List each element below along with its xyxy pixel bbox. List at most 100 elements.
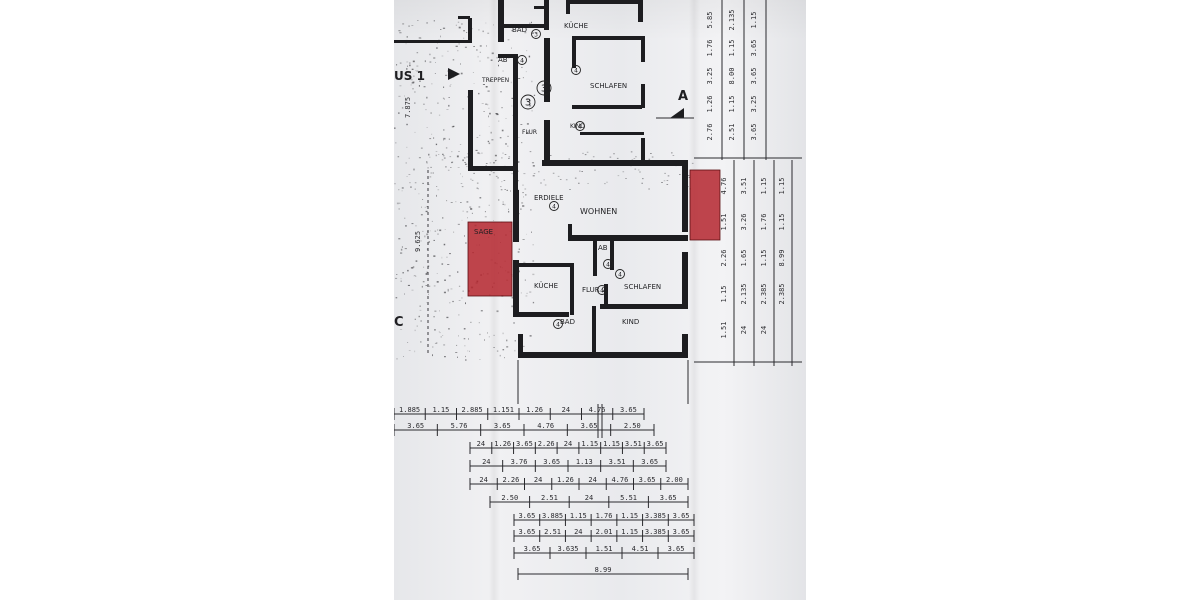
dimension-label: 3.65 xyxy=(543,458,560,466)
dimension-label: 24 xyxy=(477,440,485,448)
dimension-label: 24 xyxy=(564,440,572,448)
dimension-label: 1.76 xyxy=(596,512,613,520)
dimension-label: 1.15 xyxy=(750,12,758,29)
room-bad-upper: BAD xyxy=(512,26,527,34)
svg-text:4: 4 xyxy=(556,321,560,328)
dimension-label: 3.65 xyxy=(524,545,541,553)
dimension-label: 2.26 xyxy=(502,476,519,484)
dimension-label: 5.51 xyxy=(620,494,637,502)
dimension-label: 3.65 xyxy=(516,440,533,448)
dimension-label: 3.885 xyxy=(542,512,563,520)
upper-room-labels: KÜCHE BAD AB TREPPEN SCHLAFEN KIND FLUR xyxy=(481,21,627,136)
dimension-label: 1.76 xyxy=(706,40,714,57)
room-number-circle: 4 xyxy=(575,121,585,131)
dimension-label: 8.99 xyxy=(595,566,612,574)
room-number-circle: 4 xyxy=(553,319,563,329)
dimension-label: 2.50 xyxy=(501,494,518,502)
dimension-label: 3.51 xyxy=(609,458,626,466)
room-schlafen-upper: SCHLAFEN xyxy=(590,82,627,90)
room-number-circle: 4 xyxy=(549,201,559,211)
axis-arrow-icon xyxy=(670,108,684,118)
room-flur-upper: FLUR xyxy=(522,129,537,136)
dimension-label: 3.65 xyxy=(750,68,758,85)
dimension-label: 3.65 xyxy=(750,40,758,57)
dimension-label: 8.00 xyxy=(728,68,736,85)
floor-plan-sheet: SAGE US 1 A C KÜCHE BAD AB TREPPEN SCHLA… xyxy=(394,0,806,600)
svg-text:3: 3 xyxy=(541,84,547,95)
dimension-label: 1.26 xyxy=(526,406,543,414)
dimension-label: 2.00 xyxy=(666,476,683,484)
dimension-label: 2.51 xyxy=(544,528,561,536)
dimension-label: 2.51 xyxy=(541,494,558,502)
dimension-label: 2.135 xyxy=(728,9,736,30)
dimension-label: 1.65 xyxy=(740,250,748,267)
dimension-label: 1.15 xyxy=(432,406,449,414)
svg-text:4: 4 xyxy=(578,123,582,130)
dimension-label: 1.15 xyxy=(760,178,768,195)
svg-text:4: 4 xyxy=(606,261,610,268)
left-dimension-label: 9.625 xyxy=(414,231,422,252)
svg-text:4: 4 xyxy=(574,67,578,74)
dimension-label: 3.65 xyxy=(639,476,656,484)
dimension-label: 2.26 xyxy=(720,250,728,267)
section-arrow-icon xyxy=(448,68,460,80)
dimension-label: 4.76 xyxy=(720,178,728,195)
dimension-label: 3.65 xyxy=(668,545,685,553)
svg-text:4: 4 xyxy=(618,271,622,278)
upper-walls xyxy=(394,0,688,194)
dimension-label: 3.76 xyxy=(511,458,528,466)
room-ab-upper: AB xyxy=(498,56,508,64)
dimension-label: 3.65 xyxy=(647,440,664,448)
dimension-label: 2.26 xyxy=(538,440,555,448)
room-schlafen-main: SCHLAFEN xyxy=(624,283,661,291)
dimension-label: 1.26 xyxy=(706,96,714,113)
room-number-circle: 3 xyxy=(531,29,541,39)
dimension-label: 1.13 xyxy=(576,458,593,466)
dimension-label: 3.385 xyxy=(645,512,666,520)
dimension-label: 3.25 xyxy=(706,68,714,85)
dimension-label: 2.135 xyxy=(740,283,748,304)
room-ab-main: AB xyxy=(598,244,608,252)
dimension-label: 2.385 xyxy=(778,283,786,304)
svg-text:3: 3 xyxy=(525,98,531,109)
dimension-label: 1.15 xyxy=(728,40,736,57)
dimension-label: 1.15 xyxy=(760,250,768,267)
dimension-label: 3.65 xyxy=(620,406,637,414)
svg-text:4: 4 xyxy=(552,203,556,210)
dimension-label: 3.65 xyxy=(750,124,758,141)
dimension-label: 1.51 xyxy=(720,214,728,231)
dimension-label: 4.76 xyxy=(611,476,628,484)
dimension-label: 2.50 xyxy=(624,422,641,430)
dimension-label: 4.51 xyxy=(632,545,649,553)
room-number-circle: 4 xyxy=(517,55,527,65)
dimension-label: 1.15 xyxy=(720,286,728,303)
dimension-label: 1.15 xyxy=(778,214,786,231)
room-number-circle: 3 xyxy=(536,80,552,96)
dimension-label: 3.65 xyxy=(407,422,424,430)
dimension-label: 1.15 xyxy=(581,440,598,448)
dimension-label: 24 xyxy=(760,326,768,334)
red-marker-right xyxy=(689,169,721,241)
room-kueche-upper: KÜCHE xyxy=(564,21,588,30)
paper-noise xyxy=(394,20,694,361)
red-marker-label: SAGE xyxy=(474,228,493,236)
red-marker-left xyxy=(467,221,513,297)
dimension-label: 3.385 xyxy=(645,528,666,536)
room-kind-upper: KIND xyxy=(570,123,585,130)
dimension-label: 24 xyxy=(482,458,490,466)
room-erdiele: ERDIELE xyxy=(534,194,564,202)
axis-mark-c: C xyxy=(394,315,404,330)
section-label: US 1 xyxy=(394,69,425,83)
dimension-label: 1.15 xyxy=(603,440,620,448)
dimension-label: 2.01 xyxy=(596,528,613,536)
dimension-label: 1.15 xyxy=(570,512,587,520)
dimension-label: 24 xyxy=(479,476,487,484)
main-room-labels: ERDIELE WOHNEN AB KÜCHE FLUR 2 SCHLAFEN … xyxy=(534,194,661,326)
dimension-label: 4.76 xyxy=(589,406,606,414)
dimension-label: 1.26 xyxy=(494,440,511,448)
dimension-label: 24 xyxy=(534,476,542,484)
dimension-label: 1.76 xyxy=(760,214,768,231)
room-number-circle: 3 xyxy=(520,94,536,110)
dimension-label: 24 xyxy=(585,494,593,502)
